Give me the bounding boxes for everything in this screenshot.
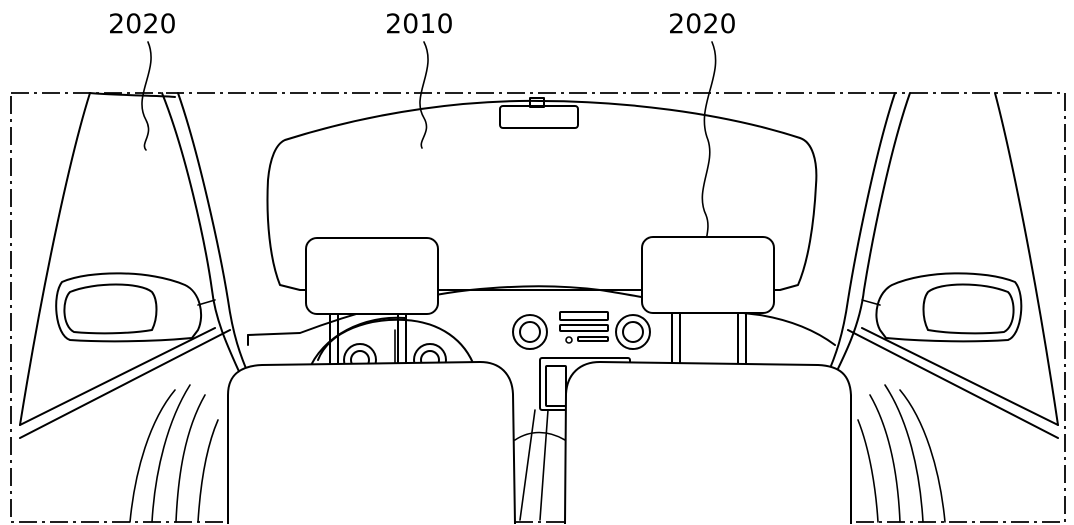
right-headrest xyxy=(641,236,775,314)
leader-center xyxy=(419,41,429,149)
left-a-pillar xyxy=(19,92,251,523)
right-side-mirror xyxy=(861,272,1023,343)
left-side-mirror xyxy=(55,272,216,343)
left-headrest xyxy=(305,237,439,315)
leader-right xyxy=(701,41,717,256)
rearview-mirror xyxy=(499,97,579,129)
windshield xyxy=(266,99,818,291)
right-a-pillar xyxy=(825,92,1059,523)
label-windshield: 2010 xyxy=(385,9,454,40)
leader-left xyxy=(141,41,152,151)
label-left-side-window: 2020 xyxy=(108,9,177,40)
center-console xyxy=(512,311,651,521)
left-seat-back xyxy=(227,360,516,525)
center-armrest xyxy=(514,431,566,441)
right-seat-back xyxy=(564,360,852,525)
view-frame xyxy=(10,92,1066,523)
label-right-side-window: 2020 xyxy=(668,9,737,40)
